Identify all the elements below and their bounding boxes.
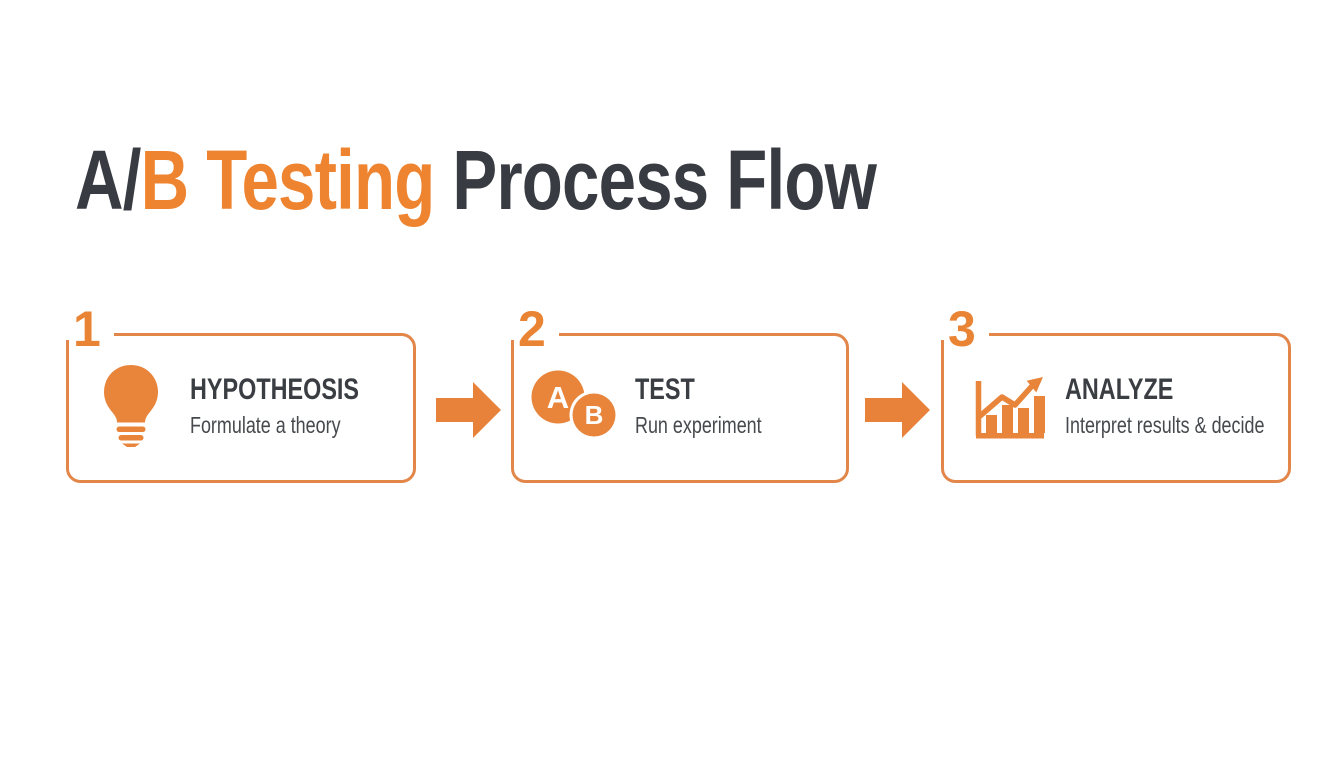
- growth-bar-chart-icon: [967, 371, 1045, 441]
- variant-a-letter: A: [547, 380, 569, 415]
- step-number: 1: [73, 301, 101, 357]
- arrow-right-icon: [865, 381, 930, 439]
- card-border: [511, 333, 849, 483]
- step-subtitle: Run experiment: [635, 412, 762, 439]
- card-border: [66, 333, 416, 483]
- step-subtitle: Formulate a theory: [190, 412, 341, 439]
- step-card-hypothesis: 1 HYPOTHEOSIS Formulate a theory: [66, 304, 416, 483]
- step-subtitle: Interpret results & decide: [1065, 412, 1265, 439]
- arrow-right-icon: [436, 381, 501, 439]
- step-title: TEST: [635, 372, 695, 406]
- step-title: HYPOTHEOSIS: [190, 372, 360, 406]
- variant-b-letter: B: [585, 400, 604, 430]
- title-part-1: A/: [75, 133, 141, 227]
- ab-test-circles-icon: A B: [531, 370, 619, 442]
- step-number: 2: [518, 301, 546, 357]
- lightbulb-icon: [92, 365, 170, 447]
- page-title: A/B Testing Process Flow: [75, 138, 877, 222]
- step-title: ANALYZE: [1065, 372, 1174, 406]
- step-number: 3: [948, 301, 976, 357]
- step-card-test: 2 A B TEST Run experiment: [511, 304, 849, 483]
- title-part-3: Process Flow: [434, 133, 877, 227]
- card-border: [941, 333, 1291, 483]
- title-part-2: B Testing: [140, 133, 436, 227]
- step-card-analyze: 3 ANALYZE Interpret results & decide: [941, 304, 1291, 483]
